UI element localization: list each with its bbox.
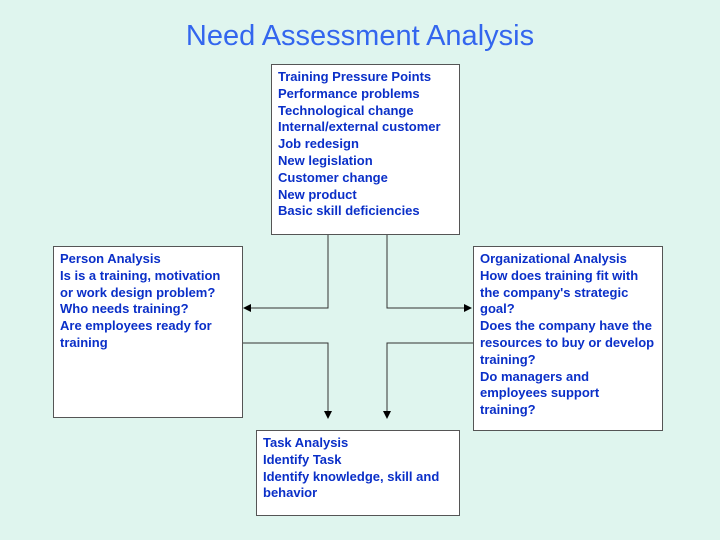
box-line: Identify Task <box>263 451 342 467</box>
box-line: Person Analysis <box>60 251 161 266</box>
box-line: Training Pressure Points <box>278 69 432 84</box>
box-line: Identify knowledge, skill and behavior <box>263 468 440 501</box>
arrow-to-person <box>243 234 329 312</box>
box-line: Is is a training, motivation or work des… <box>60 267 221 300</box>
box-line: Do managers and employees support traini… <box>480 368 600 418</box>
box-line: Technological change <box>278 102 414 118</box>
box-line: Basic skill deficiencies <box>278 203 420 219</box>
box-line: New legislation <box>278 152 373 168</box>
box-line: Task Analysis <box>263 435 349 450</box>
box-line: How does training fit with the company's… <box>480 267 639 317</box>
box-line: Who needs training? <box>60 301 189 317</box>
box-line: Are employees ready for training <box>60 318 212 350</box>
box-line: Performance problems <box>278 85 420 101</box>
box-line: Job redesign <box>278 136 359 152</box>
arrow-person-to-task <box>242 342 332 419</box>
box-line: Organizational Analysis <box>480 251 627 266</box>
box-line: Customer change <box>278 169 388 185</box>
box-line: Does the company have the resources to b… <box>480 318 655 367</box>
arrow-to-org <box>386 234 472 312</box>
box-line: New product <box>278 186 357 202</box>
box-line: Internal/external customer <box>278 119 441 135</box>
slide-title: Need Assessment Analysis <box>185 20 535 52</box>
arrow-org-to-task <box>383 342 473 419</box>
